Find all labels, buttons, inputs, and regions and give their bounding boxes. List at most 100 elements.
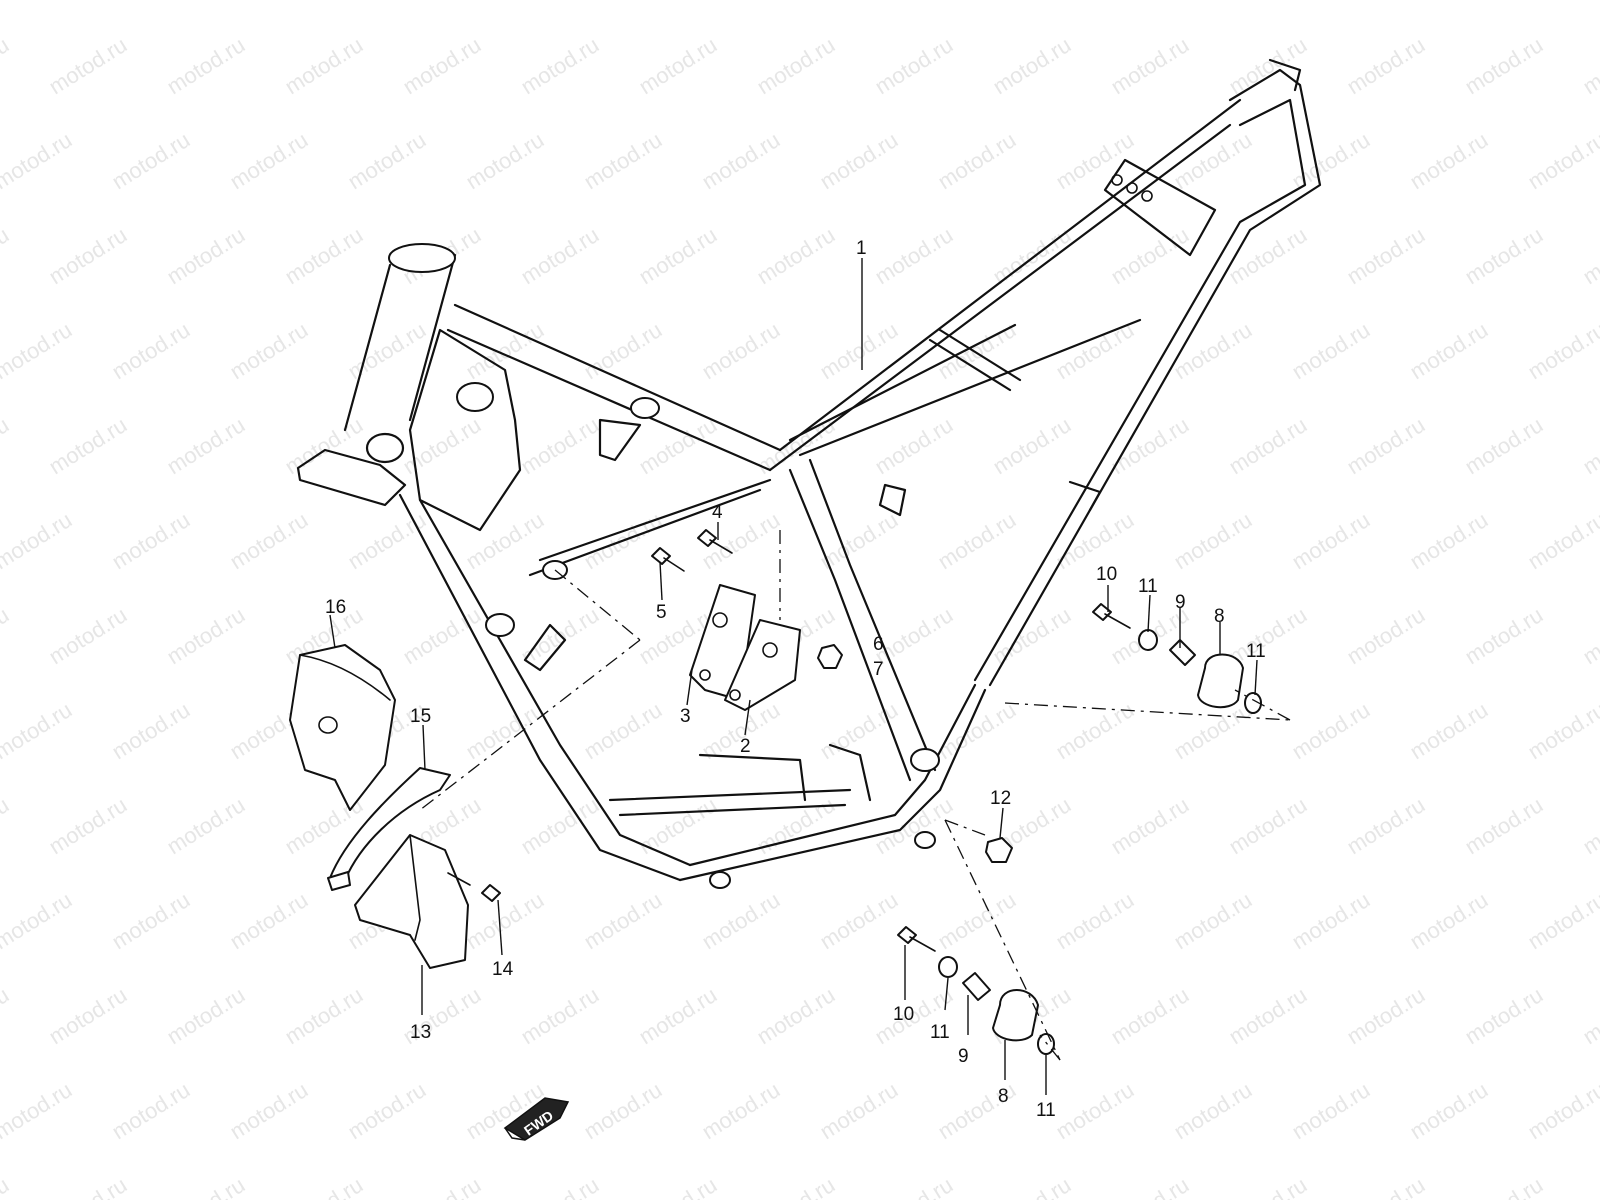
watermark-text: motod.ru bbox=[634, 982, 721, 1049]
watermark-text: motod.ru bbox=[579, 887, 666, 954]
watermark-text: motod.ru bbox=[162, 1172, 249, 1200]
watermark-text: motod.ru bbox=[516, 222, 603, 289]
watermark-text: motod.ru bbox=[343, 507, 430, 574]
watermark-text: motod.ru bbox=[1224, 982, 1311, 1049]
watermark-text: motod.ru bbox=[1405, 1077, 1492, 1144]
watermark-text: motod.ru bbox=[579, 127, 666, 194]
watermark-text: motod.ru bbox=[280, 412, 367, 479]
watermark-text: motod.ru bbox=[461, 0, 548, 4]
watermark-text: motod.ru bbox=[280, 32, 367, 99]
watermark-text: motod.ru bbox=[1460, 982, 1547, 1049]
mount-assembly-upper bbox=[1092, 603, 1262, 714]
watermark-text: motod.ru bbox=[1224, 412, 1311, 479]
watermark-text: motod.ru bbox=[579, 1077, 666, 1144]
watermark-text: motod.ru bbox=[1578, 792, 1600, 859]
watermark-text: motod.ru bbox=[1523, 507, 1600, 574]
watermark-text: motod.ru bbox=[1106, 982, 1193, 1049]
watermark-text: motod.ru bbox=[1169, 1077, 1256, 1144]
watermark-text: motod.ru bbox=[343, 317, 430, 384]
mount-assembly-lower bbox=[897, 926, 1055, 1055]
watermark-text: motod.ru bbox=[44, 222, 131, 289]
watermark-text: motod.ru bbox=[988, 1172, 1075, 1200]
watermark-text: motod.ru bbox=[343, 0, 430, 4]
watermark-text: motod.ru bbox=[697, 887, 784, 954]
watermark-text: motod.ru bbox=[343, 127, 430, 194]
watermark-text: motod.ru bbox=[1460, 222, 1547, 289]
watermark-text: motod.ru bbox=[1523, 0, 1600, 4]
watermark-text: motod.ru bbox=[280, 1172, 367, 1200]
watermark-text: motod.ru bbox=[579, 317, 666, 384]
watermark-text: motod.ru bbox=[870, 792, 957, 859]
watermark-text: motod.ru bbox=[0, 602, 13, 669]
watermark-text: motod.ru bbox=[225, 1077, 312, 1144]
callout-13: 13 bbox=[410, 1022, 431, 1043]
watermark-text: motod.ru bbox=[162, 602, 249, 669]
callout-3: 3 bbox=[680, 706, 691, 727]
watermark-text: motod.ru bbox=[461, 507, 548, 574]
watermark-text: motod.ru bbox=[0, 222, 13, 289]
watermark-text: motod.ru bbox=[1224, 222, 1311, 289]
watermark-text: motod.ru bbox=[398, 602, 485, 669]
callout-15: 15 bbox=[410, 706, 431, 727]
callout-11-lower-a: 11 bbox=[930, 1022, 950, 1043]
watermark-text: motod.ru bbox=[988, 222, 1075, 289]
watermark-text: motod.ru bbox=[516, 982, 603, 1049]
callout-11-lower-b: 11 bbox=[1036, 1100, 1056, 1121]
watermark-text: motod.ru bbox=[1405, 697, 1492, 764]
main-frame bbox=[296, 58, 1322, 889]
watermark-text: motod.ru bbox=[870, 222, 957, 289]
watermark-text: motod.ru bbox=[162, 412, 249, 479]
watermark-text: motod.ru bbox=[697, 1077, 784, 1144]
watermark-text: motod.ru bbox=[1342, 602, 1429, 669]
watermark-text: motod.ru bbox=[44, 412, 131, 479]
callout-4: 4 bbox=[712, 502, 723, 523]
watermark-text: motod.ru bbox=[0, 982, 13, 1049]
watermark-text: motod.ru bbox=[516, 32, 603, 99]
watermark-text: motod.ru bbox=[44, 982, 131, 1049]
watermark-text: motod.ru bbox=[1051, 507, 1138, 574]
bolt-5 bbox=[651, 547, 685, 572]
callout-7: 7 bbox=[873, 659, 884, 680]
watermark-text: motod.ru bbox=[1578, 602, 1600, 669]
watermark-text: motod.ru bbox=[1342, 412, 1429, 479]
watermark-text: motod.ru bbox=[44, 32, 131, 99]
watermark-text: motod.ru bbox=[752, 982, 839, 1049]
watermark-text: motod.ru bbox=[107, 507, 194, 574]
watermark-text: motod.ru bbox=[225, 0, 312, 4]
watermark-text: motod.ru bbox=[280, 222, 367, 289]
watermark-text: motod.ru bbox=[461, 697, 548, 764]
watermark-text: motod.ru bbox=[988, 412, 1075, 479]
watermark-text: motod.ru bbox=[815, 887, 902, 954]
callout-6: 6 bbox=[873, 634, 884, 655]
watermark-text: motod.ru bbox=[225, 887, 312, 954]
watermark-text: motod.ru bbox=[107, 127, 194, 194]
watermark-text: motod.ru bbox=[1523, 1077, 1600, 1144]
watermark-text: motod.ru bbox=[107, 887, 194, 954]
watermark-text: motod.ru bbox=[1287, 697, 1374, 764]
callout-2: 2 bbox=[740, 736, 751, 757]
watermark-text: motod.ru bbox=[1106, 792, 1193, 859]
callout-16: 16 bbox=[325, 597, 346, 618]
watermark-text: motod.ru bbox=[1342, 222, 1429, 289]
watermark-text: motod.ru bbox=[1287, 317, 1374, 384]
callout-1: 1 bbox=[856, 238, 867, 259]
watermark-text: motod.ru bbox=[752, 1172, 839, 1200]
watermark-text: motod.ru bbox=[0, 1172, 13, 1200]
watermark-text: motod.ru bbox=[933, 0, 1020, 4]
watermark-text: motod.ru bbox=[162, 32, 249, 99]
watermark-text: motod.ru bbox=[815, 0, 902, 4]
watermark-text: motod.ru bbox=[697, 0, 784, 4]
watermark-text: motod.ru bbox=[1169, 507, 1256, 574]
watermark-text: motod.ru bbox=[280, 982, 367, 1049]
callout-10-lower: 10 bbox=[893, 1004, 914, 1025]
watermark-text: motod.ru bbox=[1578, 32, 1600, 99]
watermark-text: motod.ru bbox=[225, 507, 312, 574]
callout-14: 14 bbox=[492, 959, 514, 980]
watermark-text: motod.ru bbox=[0, 887, 76, 954]
nut-6-7 bbox=[817, 644, 843, 669]
watermark-text: motod.ru bbox=[634, 412, 721, 479]
watermark-text: motod.ru bbox=[516, 412, 603, 479]
watermark-text: motod.ru bbox=[0, 507, 76, 574]
watermark-text: motod.ru bbox=[44, 1172, 131, 1200]
